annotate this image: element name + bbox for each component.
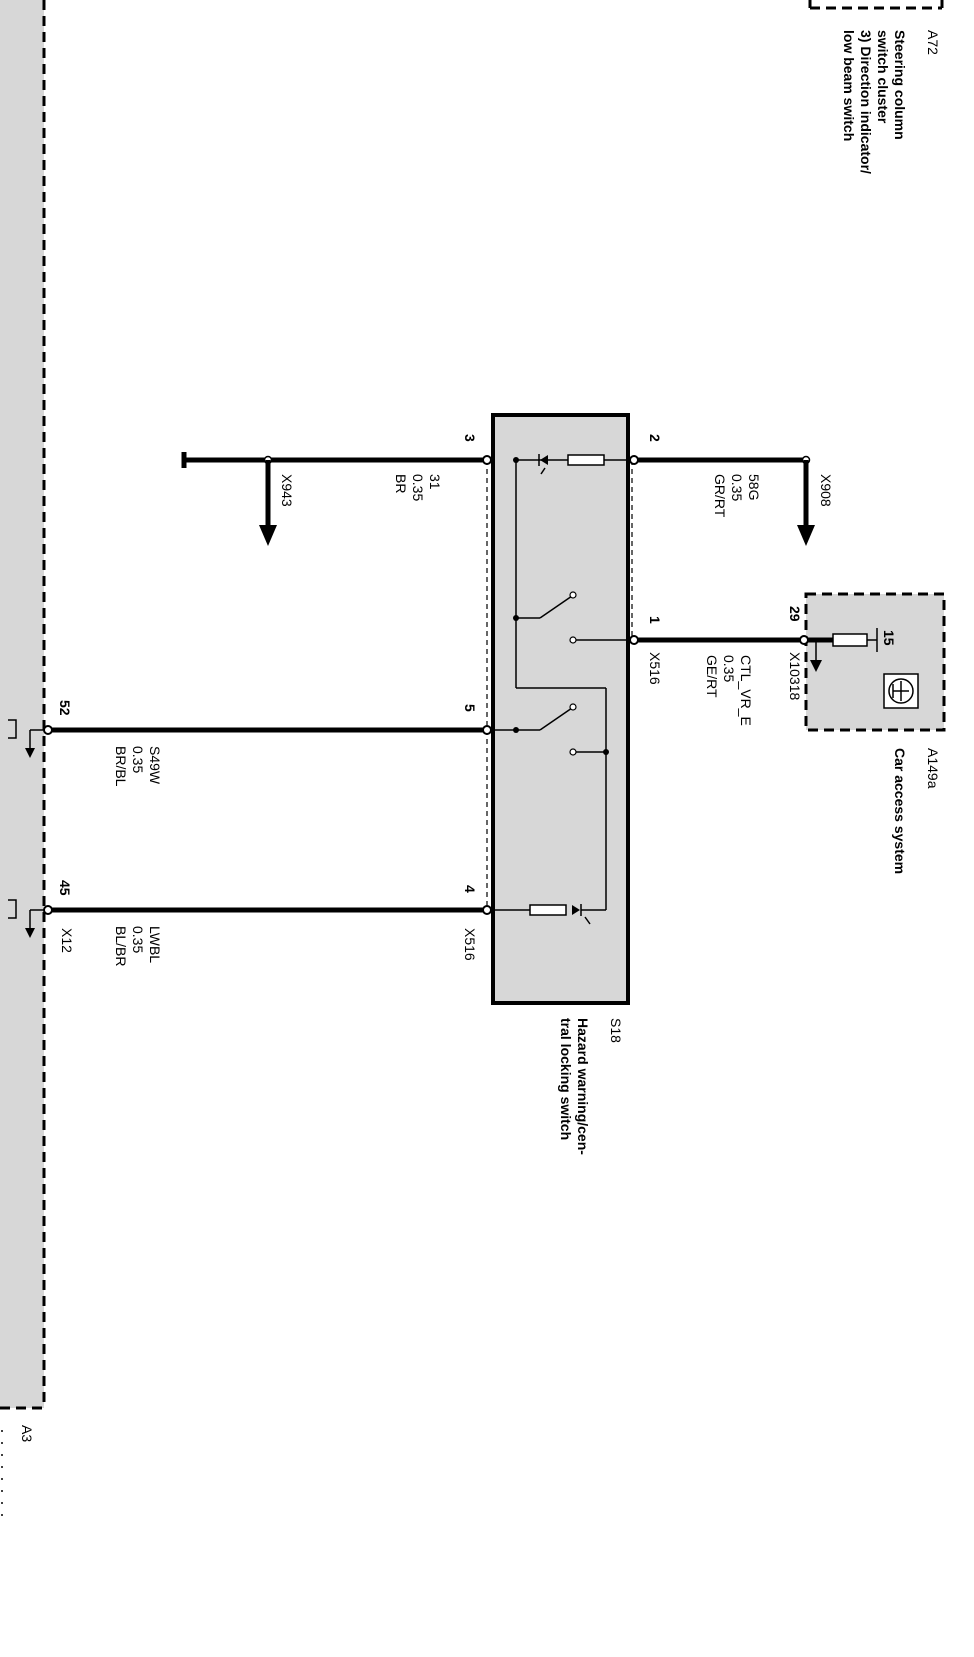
connector-x908: X908	[818, 474, 834, 507]
a149a-label: A149a	[925, 748, 941, 789]
wire-ctl-gauge: 0.35	[721, 655, 737, 682]
a149a-ground-arrow	[810, 660, 822, 672]
wire-lwbl-gauge: 0.35	[130, 926, 146, 953]
connector-x516-bottom: X516	[462, 928, 478, 961]
s18-name-line-2: tral locking switch	[558, 1018, 574, 1140]
switch-icon	[539, 707, 573, 731]
wire-31-gauge: 0.35	[410, 474, 426, 501]
wire-31-color: BR	[393, 474, 409, 493]
wire-lwbl-signal: LWBL	[147, 926, 163, 963]
wire-s49w	[8, 719, 492, 758]
wire-ctl-signal: CTL_VR_E	[738, 655, 754, 726]
wire-58g-gauge: 0.35	[729, 474, 745, 501]
a72-name-line-1: Steering column	[892, 30, 908, 140]
led-icon	[538, 454, 548, 475]
s18-component: S18 Hazard warning/cen- tral locking swi…	[486, 413, 634, 1155]
wire-s49w-color: BR/BL	[113, 746, 129, 787]
a72-label: A72	[925, 30, 941, 55]
wire-31-signal: 31	[427, 474, 443, 490]
switch-icon	[539, 595, 573, 619]
wire-lwbl-color: BL/BR	[113, 926, 129, 966]
a149a-module: 15 A149a Car access system	[804, 592, 946, 874]
s18-name-line-1: Hazard warning/cen-	[575, 1018, 591, 1155]
a3-ground-arrow-45	[25, 928, 35, 938]
a149a-pin-15: 15	[881, 630, 897, 646]
s18-resistor-top	[567, 454, 605, 466]
s18-pin-3: 3	[462, 434, 478, 442]
connector-x943: X943	[279, 474, 295, 507]
a3-pin-52: 52	[57, 700, 73, 716]
wire-31	[181, 452, 492, 546]
wire-ctl-color: GE/RT	[704, 655, 720, 698]
wire-58g-signal: 58G	[746, 474, 762, 500]
wire-s49w-signal: S49W	[147, 746, 163, 785]
s18-resistor-bottom	[529, 904, 567, 916]
s18-pin-5: 5	[462, 704, 478, 712]
connector-x12: X12	[59, 928, 75, 953]
a149a-pin-29: 29	[787, 606, 803, 622]
a3-ground-arrow-52	[25, 748, 35, 758]
a72-name-line-3: 3) Direction indicator/	[858, 30, 874, 174]
a72-name-line-4: low beam switch	[841, 30, 857, 141]
connector-x516-top: X516	[647, 652, 663, 685]
ecu-icon	[883, 673, 919, 709]
a3-pin-45: 45	[57, 880, 73, 896]
a149a-name: Car access system	[892, 748, 908, 874]
s18-pin-1: 1	[647, 616, 663, 624]
a72-module: A72 Steering column switch cluster 3) Di…	[808, 0, 944, 174]
s18-pin-4: 4	[462, 885, 478, 893]
wire-ctl-vr-e	[629, 635, 809, 645]
a149a-resistor	[832, 633, 868, 647]
wire-s49w-gauge: 0.35	[130, 746, 146, 773]
a3-label: A3	[19, 1425, 35, 1442]
a3-module: A3	[0, 0, 46, 1520]
wire-58g-color: GR/RT	[712, 474, 728, 518]
a72-name-line-2: switch cluster	[875, 30, 891, 124]
s18-label: S18	[608, 1018, 624, 1043]
s18-pin-2: 2	[647, 434, 663, 442]
connector-x10318: X10318	[787, 652, 803, 700]
wire-58g	[629, 455, 815, 546]
wire-lwbl	[8, 899, 492, 938]
